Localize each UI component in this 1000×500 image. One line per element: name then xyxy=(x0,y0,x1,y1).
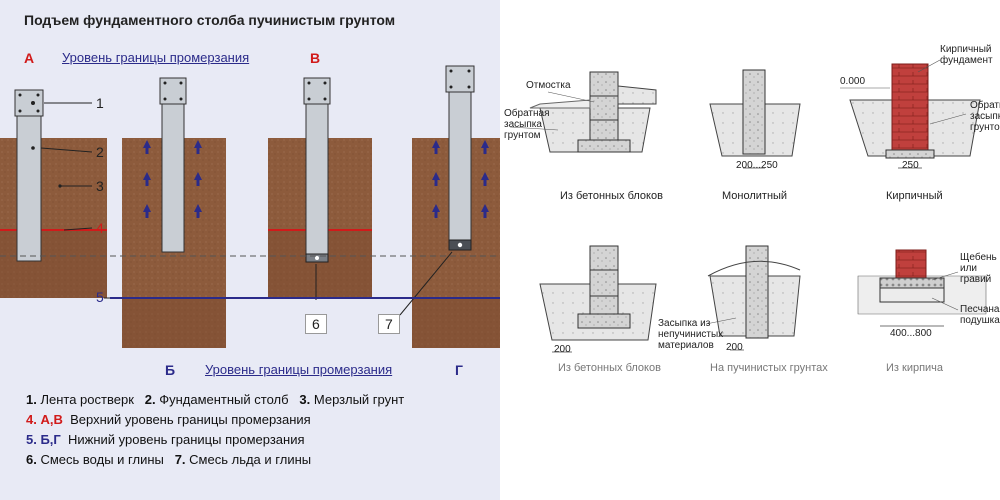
annot-dim-250: 250 xyxy=(902,160,919,171)
annot-zero: 0.000 xyxy=(840,76,866,87)
heave-arrows-g xyxy=(432,140,489,218)
top-level-label: Уровень границы промерзания xyxy=(62,50,250,65)
callout-5: 5 xyxy=(96,289,104,305)
callout-7: 7 xyxy=(378,314,400,334)
foundation-types-drawing xyxy=(509,59,987,353)
caption-brick: Кирпичный xyxy=(886,190,943,202)
legend-line-2: 4. А,В Верхний уровень границы промерзан… xyxy=(26,412,311,427)
fig-concrete-blocks-top xyxy=(509,71,657,153)
scene-v xyxy=(268,77,372,300)
pile-heaving-panel: Подъем фундаментного столба пучинистым г… xyxy=(0,0,500,500)
pile-heaving-diagram xyxy=(0,65,500,348)
annot-otmostka: Отмостка xyxy=(526,80,571,91)
fig-brick-top xyxy=(840,59,981,169)
fig-monolithic xyxy=(709,69,801,169)
callout-1: 1 xyxy=(96,95,104,111)
pile-a xyxy=(16,115,42,262)
annot-dim-400-800: 400...800 xyxy=(890,328,932,339)
fig-heaving-soils xyxy=(705,245,801,351)
panel-title: Подъем фундаментного столба пучинистым г… xyxy=(24,12,396,28)
pile-b xyxy=(161,103,185,253)
bottom-level-label: Уровень границы промерзания xyxy=(205,362,393,377)
caption-from-brick: Из кирпича xyxy=(886,362,944,374)
fig-from-brick xyxy=(857,249,987,327)
legend-line-4: 6. Смесь воды и глины 7. Смесь льда и гл… xyxy=(26,452,312,467)
scene-a xyxy=(0,89,107,298)
callout-6: 6 xyxy=(305,314,327,334)
label-b: Б xyxy=(165,362,176,378)
fig-concrete-blocks-bottom xyxy=(539,245,657,353)
legend-line-1: 1. Лента ростверк 2. Фундаментный столб … xyxy=(26,392,405,407)
caption-concrete-blocks-top: Из бетонных блоков xyxy=(560,190,663,202)
callout-4: 4 xyxy=(96,220,104,236)
grillage-b xyxy=(159,77,187,105)
label-a: А xyxy=(24,50,35,66)
label-g: Г xyxy=(455,362,463,378)
pile-g xyxy=(448,91,472,241)
legend-line-3: 5. Б,Г Нижний уровень границы промерзани… xyxy=(26,432,305,447)
callout-2: 2 xyxy=(96,144,104,160)
scene-b xyxy=(122,77,226,348)
annot-dim-200a: 200 xyxy=(554,344,571,355)
heave-arrows-b xyxy=(143,140,202,218)
annot-dim-200b: 200 xyxy=(726,342,743,353)
annot-dim-200-250: 200...250 xyxy=(736,160,778,171)
callout-3: 3 xyxy=(96,178,104,194)
pile-v xyxy=(305,103,329,255)
caption-heaving-soils: На пучинистых грунтах xyxy=(710,362,828,374)
grillage-v xyxy=(303,77,331,105)
caption-monolithic: Монолитный xyxy=(722,190,788,202)
caption-concrete-blocks-bottom: Из бетонных блоков xyxy=(558,362,661,374)
annot-pesok: Песчанаяподушка xyxy=(960,304,1000,326)
label-v: В xyxy=(310,50,321,66)
scene-g xyxy=(399,65,500,348)
